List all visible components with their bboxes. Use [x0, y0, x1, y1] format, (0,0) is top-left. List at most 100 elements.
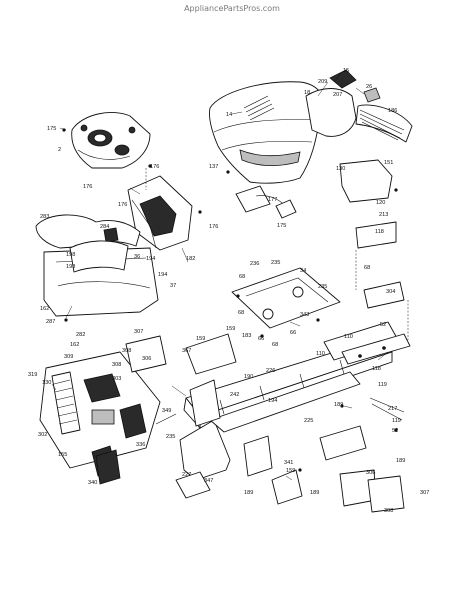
watermark: AppliancePartsPros.com	[184, 4, 280, 13]
callout: 130	[336, 166, 345, 172]
column-cover-icon	[127, 175, 193, 251]
callout: 307	[134, 329, 143, 335]
callout: 36	[134, 254, 140, 260]
callout: 26	[366, 84, 372, 90]
leader-lines	[51, 72, 389, 481]
callout: 176	[83, 184, 92, 190]
callout: 68	[239, 274, 245, 280]
callout: 287	[46, 319, 55, 325]
callout: 226	[266, 368, 275, 374]
callout: 336	[136, 442, 145, 448]
callout: 37	[170, 283, 176, 289]
fender-icon	[35, 214, 159, 317]
callout: 236	[250, 261, 259, 267]
callout: 189	[334, 402, 343, 408]
hood-icon	[209, 81, 325, 184]
callout: 209	[318, 79, 327, 85]
callout: 308	[112, 362, 121, 368]
callout: 235	[271, 260, 280, 266]
grille-icon	[305, 69, 413, 143]
callout: 235	[318, 284, 327, 290]
callout: 183	[242, 333, 251, 339]
callout: 207	[333, 92, 342, 98]
callout: 304	[386, 289, 395, 295]
callout: 175	[277, 223, 286, 229]
callout: 118	[375, 229, 384, 235]
bracket-icon	[95, 159, 405, 513]
callout: 68	[364, 265, 370, 271]
callout: 162	[40, 306, 49, 312]
callout: 120	[376, 200, 385, 206]
callout: 302	[38, 432, 47, 438]
callout: 306	[142, 356, 151, 362]
callout: 34	[300, 268, 306, 274]
callout: 182	[186, 256, 195, 262]
callout: 235	[166, 434, 175, 440]
callout: 217	[388, 406, 397, 412]
callout: 225	[304, 418, 313, 424]
callout: 227	[182, 472, 191, 478]
callout: 155	[58, 452, 67, 458]
callout: 15	[343, 68, 349, 74]
console-panel-icon	[39, 351, 161, 477]
callout: 18	[304, 90, 310, 96]
callout: 307	[420, 490, 429, 496]
callout: 367	[182, 348, 191, 354]
callout: 176	[150, 164, 159, 170]
callout: 159	[226, 326, 235, 332]
callout: 190	[244, 374, 253, 380]
callout: 284	[100, 224, 109, 230]
callout: 52	[392, 428, 398, 434]
callout: 306	[366, 470, 375, 476]
dashboard-icon	[71, 112, 151, 169]
callout: 340	[88, 480, 97, 486]
switch-harness-icon	[235, 185, 297, 219]
callout: 242	[230, 392, 239, 398]
callout: 162	[70, 342, 79, 348]
callout: 52	[380, 322, 386, 328]
callout: 176	[118, 202, 127, 208]
callout: 159	[196, 336, 205, 342]
callout: 68	[238, 310, 244, 316]
callout: 309	[64, 354, 73, 360]
callout: 130	[42, 380, 51, 386]
callout: 194	[268, 398, 277, 404]
callout: 118	[372, 366, 381, 372]
callout: 341	[284, 460, 293, 466]
callout: 151	[384, 160, 393, 166]
callout: 66	[290, 330, 296, 336]
chassis-frame-icon	[179, 321, 411, 481]
callout: 343	[300, 312, 309, 318]
callout: 194	[146, 256, 155, 262]
callout: 198	[66, 252, 75, 258]
callout: 2	[58, 147, 61, 153]
callout: 349	[162, 408, 171, 414]
callout: 347	[204, 478, 213, 484]
callout: 198	[66, 264, 75, 270]
callout: 68	[272, 342, 278, 348]
callout: 308	[122, 348, 131, 354]
callout: 186	[388, 108, 397, 114]
callout: 176	[209, 224, 218, 230]
callout: 66	[258, 336, 264, 342]
callout-labels: 15 26 209 18 207 186 14 175 2 176 176 17…	[28, 68, 429, 514]
callout: 189	[244, 490, 253, 496]
callout: 177	[268, 197, 277, 203]
callout: 14	[226, 112, 232, 118]
callout: 283	[40, 214, 49, 220]
alignment-lines	[145, 168, 409, 340]
hardware-icon	[62, 128, 398, 472]
callout: 110	[316, 351, 325, 357]
callout: 119	[378, 382, 387, 388]
callout: 110	[344, 334, 353, 340]
callout: 137	[209, 164, 218, 170]
callout: 119	[392, 418, 401, 424]
engine-plate-icon	[231, 267, 341, 329]
callout: 159	[286, 468, 295, 474]
callout: 175	[47, 126, 56, 132]
callout: 303	[112, 376, 121, 382]
linkage-rod-icon	[155, 397, 405, 425]
callout: 319	[28, 372, 37, 378]
callout: 189	[396, 458, 405, 464]
